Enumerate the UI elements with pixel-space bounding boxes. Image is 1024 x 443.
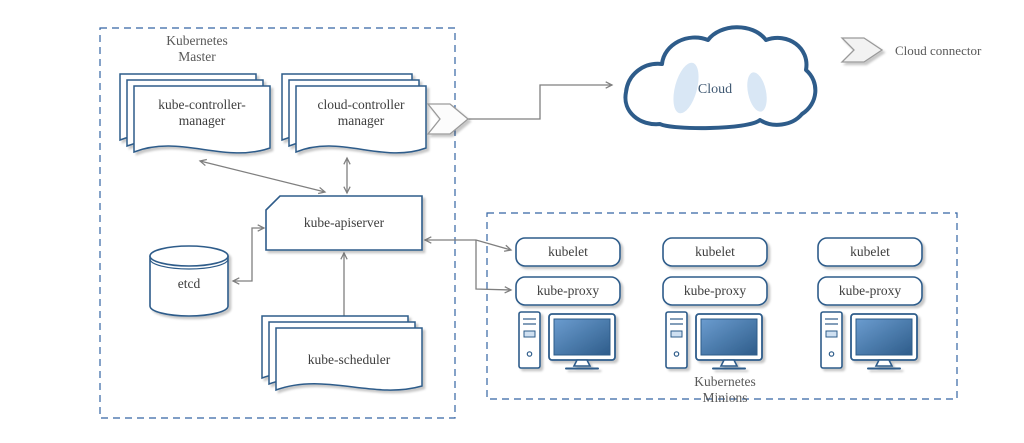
- cloud-accent: [747, 72, 767, 112]
- kube-proxy-shape: [662, 276, 768, 306]
- kube-controller-manager-shape: [119, 73, 271, 154]
- arrow-connector-to-cloud: [467, 85, 612, 120]
- cloud-controller-manager-shape: [281, 73, 427, 154]
- arrow-etcd-apiserver: [233, 228, 264, 281]
- arrow-kube-controller-apiserver: [200, 161, 325, 192]
- arrow-apiserver-kubeproxy: [475, 240, 511, 290]
- workstation-icon: [820, 311, 918, 370]
- kubelet-shape: [817, 237, 923, 267]
- cloud-connector-chevron-icon: [426, 103, 470, 135]
- connector-arrows: [200, 85, 612, 324]
- kubelet-shape: [662, 237, 768, 267]
- minion-node-2: [662, 237, 768, 370]
- minion-node-1: [515, 237, 621, 370]
- minion-node-3: [817, 237, 923, 370]
- arrow-apiserver-kubelet: [425, 240, 511, 250]
- workstation-icon: [518, 311, 616, 370]
- cloud-accent: [673, 62, 699, 114]
- kube-proxy-shape: [515, 276, 621, 306]
- kubelet-shape: [515, 237, 621, 267]
- kube-apiserver-shape: [265, 195, 423, 251]
- legend-cloud-connector-icon: [840, 37, 884, 63]
- workstation-icon: [665, 311, 763, 370]
- etcd-shape: [149, 245, 229, 317]
- kube-scheduler-shape: [261, 315, 423, 392]
- cloud-shape: [623, 25, 818, 131]
- kube-proxy-shape: [817, 276, 923, 306]
- minions-group-border: [486, 212, 958, 400]
